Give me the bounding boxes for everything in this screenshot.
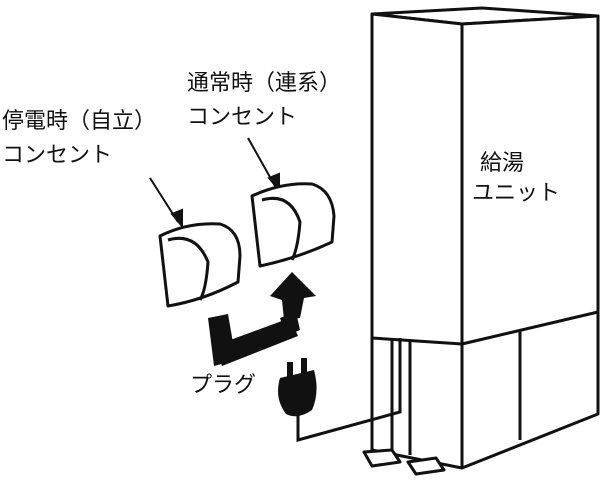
pointer-lines: [149, 137, 280, 229]
outage-outlet-label-line1: 停電時（自立）: [2, 109, 157, 134]
normal-outlet-label-line2: コンセント: [187, 105, 298, 130]
normal-outlet-face: [261, 196, 302, 261]
pointer-outage-head: [170, 208, 183, 229]
unit-side-face: [370, 12, 464, 470]
unit-label-line2: ユニット: [472, 181, 561, 206]
outage-outlet: [158, 222, 242, 308]
arrow-head: [270, 272, 316, 320]
plug: [278, 338, 402, 442]
hot-water-unit: [362, 6, 600, 476]
normal-outlet-body: [250, 182, 336, 268]
unit-front-face: [460, 14, 600, 470]
unit-foot-left: [362, 448, 402, 468]
arrow-horizontal-stem: [214, 318, 298, 366]
move-arrow: [208, 272, 316, 366]
unit-lower-panel-line: [371, 310, 599, 346]
plug-prong-left: [287, 362, 293, 378]
plug-body: [278, 370, 317, 417]
unit-label-line1: 給湯: [480, 151, 525, 176]
outage-outlet-label-line2: コンセント: [2, 143, 113, 168]
outage-outlet-body: [158, 222, 242, 308]
normal-outlet-label-line1: 通常時（連系）: [187, 71, 342, 96]
outage-outlet-face: [167, 236, 210, 301]
plug-label: プラグ: [190, 373, 257, 398]
unit-foot-right: [406, 456, 446, 476]
normal-outlet: [250, 182, 336, 268]
plug-prong-right: [301, 358, 307, 374]
plug-cord: [296, 338, 402, 442]
